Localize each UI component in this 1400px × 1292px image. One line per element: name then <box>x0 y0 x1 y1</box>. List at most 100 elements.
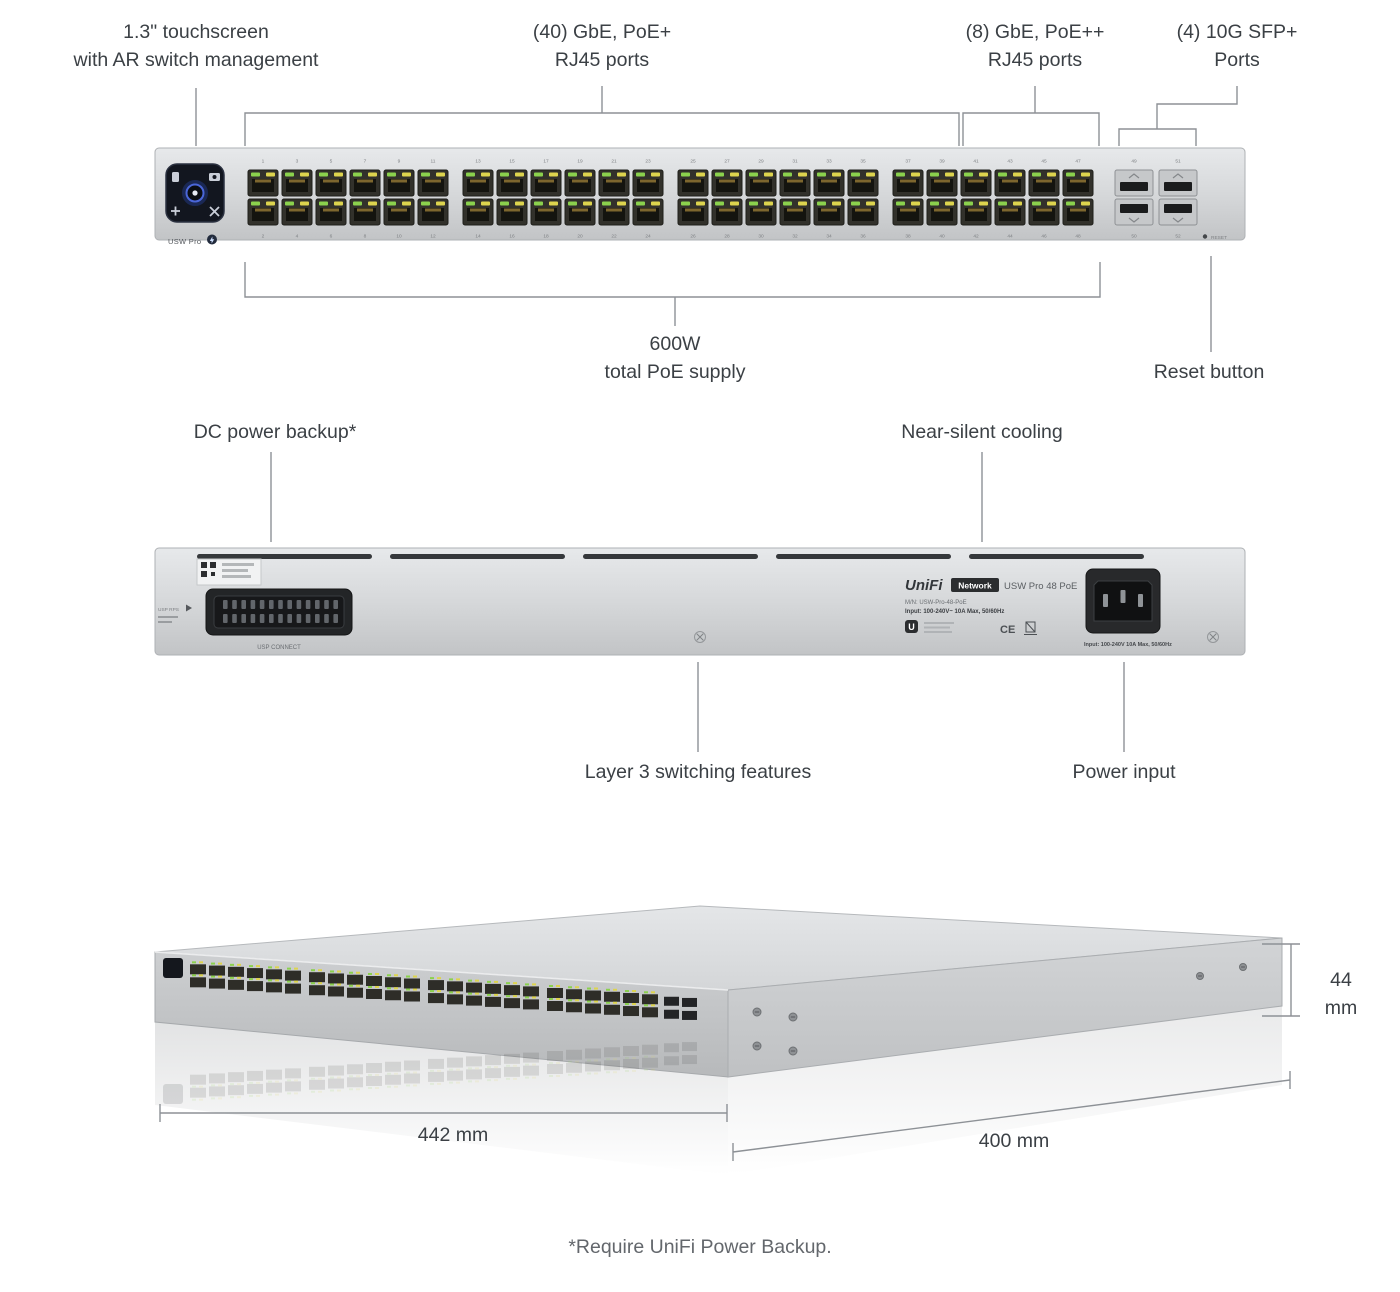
vent-slot <box>776 554 951 559</box>
pin <box>296 614 302 623</box>
port-number: 44 <box>1007 234 1013 240</box>
rj45-port: 40 <box>926 198 958 240</box>
vent-slot <box>969 554 1144 559</box>
weee-icon <box>1024 621 1037 635</box>
led-poe <box>513 995 517 998</box>
power-inlet <box>1085 568 1161 634</box>
port-number: 34 <box>826 234 832 240</box>
led-poe <box>1047 172 1056 177</box>
callout-power-input: Power input <box>1072 761 1176 783</box>
led-link <box>606 988 610 991</box>
led-link <box>466 201 475 206</box>
port-number: 3 <box>296 159 299 165</box>
led-poe <box>356 1088 360 1091</box>
led-poe <box>275 1080 279 1083</box>
led-poe <box>1047 201 1056 206</box>
led-poe <box>549 172 558 177</box>
rj45-port-3d <box>228 979 244 990</box>
pin <box>278 614 283 623</box>
led-poe <box>515 201 524 206</box>
led-link <box>330 1076 334 1079</box>
port-number: 11 <box>431 159 436 165</box>
dimension-line-width <box>159 1104 728 1122</box>
rj45-port-3d <box>285 983 301 994</box>
pin <box>324 600 329 609</box>
rj45-port: 31 <box>779 159 811 197</box>
led-link <box>421 201 430 206</box>
joystick-dot <box>192 190 198 196</box>
port-number: 10 <box>396 234 402 240</box>
led-link <box>387 1085 391 1088</box>
pin <box>269 614 274 623</box>
led-link <box>625 1003 629 1006</box>
pin <box>241 614 246 623</box>
led-poe <box>1013 172 1022 177</box>
bolt-icon <box>209 236 215 244</box>
led-link <box>387 987 391 990</box>
pin <box>333 614 338 623</box>
led-link <box>817 201 826 206</box>
led-poe <box>556 1062 560 1065</box>
led-link <box>349 971 353 974</box>
led-poe <box>394 987 398 990</box>
led-link <box>568 1060 572 1063</box>
led-poe <box>218 962 222 965</box>
led-link <box>487 1066 491 1069</box>
rj45-port-3d <box>504 985 520 996</box>
led-link <box>449 1081 453 1084</box>
led-link <box>230 976 234 979</box>
rj45-port-3d <box>247 981 263 992</box>
led-poe <box>337 1076 341 1079</box>
led-poe <box>413 1071 417 1074</box>
port-number: 2 <box>262 234 265 240</box>
led-link <box>681 201 690 206</box>
screw <box>1196 972 1204 980</box>
port-number: 23 <box>645 159 651 165</box>
port-number: 21 <box>611 159 617 165</box>
led-poe <box>594 1059 598 1062</box>
port-number: 13 <box>475 159 481 165</box>
arrow-icon <box>186 604 192 612</box>
side-face <box>727 937 1283 1078</box>
rj45-port-3d <box>466 982 482 993</box>
led-poe <box>494 980 498 983</box>
led-poe <box>294 1079 298 1082</box>
led-poe <box>1081 201 1090 206</box>
led-link <box>783 201 792 206</box>
led-link <box>998 172 1007 177</box>
led-poe <box>437 1069 441 1072</box>
rj45-port: 17 <box>530 159 562 197</box>
port-number: 20 <box>577 234 583 240</box>
rj45-port-3d <box>466 995 482 1006</box>
rj45-port-3d <box>328 1078 344 1089</box>
rj45-port-3d <box>385 990 401 1001</box>
rj45-port: 29 <box>745 159 777 197</box>
led-link <box>506 982 510 985</box>
rj45-port-3d <box>404 991 420 1002</box>
led-link <box>192 961 196 964</box>
touchscreen-3d <box>163 958 183 978</box>
led-poe <box>375 1087 379 1090</box>
led-poe <box>475 1080 479 1083</box>
front-model-label: USW Pro <box>168 237 201 246</box>
regulatory-icons: U CE <box>905 620 1037 636</box>
led-link <box>268 1080 272 1083</box>
port-number: 36 <box>860 234 866 240</box>
led-poe <box>494 993 498 996</box>
led-link <box>525 983 529 986</box>
port-number: 30 <box>758 234 764 240</box>
sfp-arrow-icon <box>1172 217 1184 223</box>
led-poe <box>318 969 322 972</box>
rj45-port-3d <box>604 1047 620 1058</box>
led-link <box>568 172 577 177</box>
led-link <box>568 201 577 206</box>
led-link <box>311 969 315 972</box>
sfp-slot-3d <box>682 1042 697 1052</box>
svg-text:U: U <box>908 622 915 632</box>
rj45-port: 45 <box>1028 159 1060 197</box>
switch-3d-view <box>154 905 1283 1175</box>
led-link <box>644 1068 648 1071</box>
port-number: 38 <box>905 234 911 240</box>
led-link <box>468 1080 472 1083</box>
